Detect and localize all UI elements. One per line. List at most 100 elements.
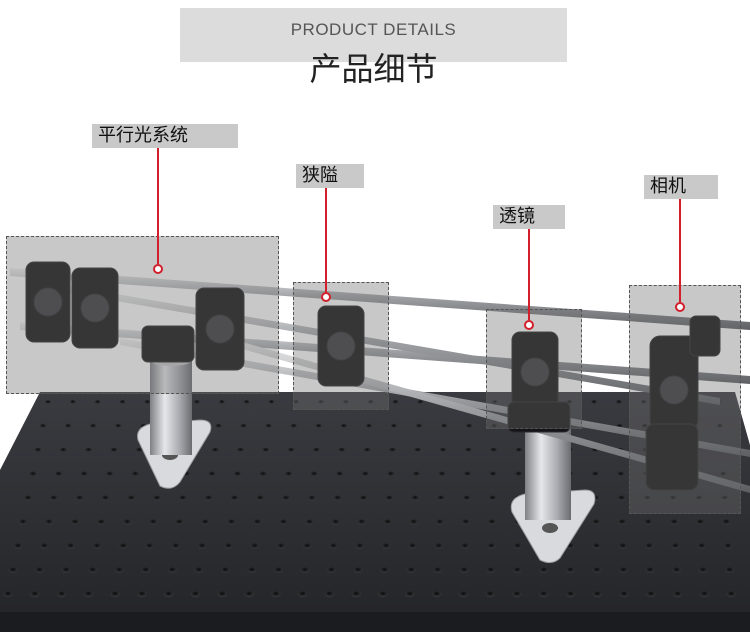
breadboard-hole	[696, 519, 705, 525]
breadboard-hole	[388, 447, 396, 453]
breadboard-hole	[592, 567, 602, 573]
breadboard-hole	[310, 471, 318, 477]
breadboard-hole	[515, 447, 523, 453]
breadboard-hole	[342, 400, 349, 404]
breadboard-hole	[367, 400, 374, 404]
callout-label-parallel-light-system: 平行光系统	[92, 124, 238, 148]
breadboard-hole	[220, 567, 230, 573]
breadboard-hole	[80, 471, 88, 477]
breadboard-hole	[268, 400, 275, 404]
breadboard-hole	[250, 543, 259, 549]
breadboard-hole	[670, 519, 679, 525]
breadboard-hole	[45, 400, 51, 404]
breadboard-hole	[336, 471, 344, 477]
breadboard-hole	[265, 423, 272, 429]
breadboard-hole	[302, 543, 312, 549]
breadboard-hole	[380, 567, 390, 573]
breadboard-hole	[726, 590, 736, 598]
breadboard-hole	[193, 400, 200, 404]
breadboard-hole	[355, 543, 365, 549]
breadboard-hole	[92, 543, 102, 549]
breadboard-hole	[357, 519, 366, 525]
breadboard-hole	[34, 567, 45, 573]
breadboard-hole	[318, 400, 324, 404]
breadboard-hole	[290, 423, 297, 429]
breadboard-hole	[64, 423, 72, 429]
breadboard-hole	[618, 543, 628, 549]
breadboard-hole	[512, 590, 522, 598]
callout-label-slit: 狭隘	[296, 164, 364, 188]
breadboard-hole	[351, 590, 362, 598]
breadboard-hole	[619, 590, 629, 598]
breadboard-hole	[240, 423, 247, 429]
breadboard-hole	[97, 519, 106, 525]
breadboard-hole	[178, 495, 187, 501]
breadboard-hole	[644, 519, 653, 525]
breadboard-hole	[282, 495, 290, 501]
breadboard-hole	[361, 471, 369, 477]
breadboard-hole	[71, 519, 80, 525]
breadboard-hole	[297, 590, 308, 598]
cage-plates	[25, 261, 721, 491]
breadboard-hole	[460, 543, 470, 549]
breadboard-hole	[491, 400, 498, 404]
callout-marker-dot	[153, 264, 163, 274]
breadboard-hole	[85, 447, 93, 453]
breadboard-hole	[75, 495, 84, 501]
breadboard-hole	[244, 590, 254, 598]
breadboard-hole	[671, 543, 680, 549]
breadboard-hole	[643, 495, 652, 501]
breadboard-hole	[672, 590, 683, 598]
callout-leader-line	[157, 148, 159, 264]
breadboard-hole	[211, 447, 219, 453]
highlight-slit	[293, 282, 389, 410]
breadboard-hole	[233, 471, 242, 477]
breadboard-hole	[381, 543, 391, 549]
breadboard-hole	[438, 471, 446, 477]
breadboard-hole	[512, 567, 522, 573]
breadboard-hole	[539, 567, 549, 573]
breadboard-hole	[224, 543, 233, 549]
breadboard-hole	[94, 400, 101, 404]
breadboard-hole	[414, 447, 422, 453]
breadboard-hole	[538, 590, 549, 598]
breadboard-hole	[417, 400, 424, 404]
breadboard-hole	[592, 543, 601, 549]
breadboard-hole	[618, 567, 629, 573]
breadboard-hole	[392, 400, 399, 404]
breadboard-hole	[208, 471, 216, 477]
breadboard-hole	[461, 519, 470, 525]
breadboard-hole	[591, 400, 598, 404]
breadboard-hole	[141, 567, 151, 573]
breadboard-hole	[431, 590, 442, 598]
breadboard-hole	[3, 590, 13, 598]
breadboard-hole	[243, 400, 250, 404]
highlight-camera	[629, 285, 741, 514]
breadboard-hole	[273, 567, 283, 573]
breadboard-hole	[390, 423, 398, 429]
breadboard-hole	[363, 447, 371, 453]
breadboard-hole	[435, 519, 444, 525]
breadboard-hole	[171, 543, 181, 549]
breadboard-hole	[18, 519, 28, 525]
breadboard-hole	[115, 423, 122, 429]
breadboard-hole	[644, 543, 654, 549]
breadboard-hole	[514, 471, 523, 477]
breadboard-hole	[204, 495, 213, 501]
breadboard-hole	[324, 590, 335, 598]
callout-label-camera: 相机	[644, 175, 718, 199]
breadboard-hole	[49, 495, 58, 501]
breadboard-hole	[315, 423, 322, 429]
breadboard-hole	[329, 543, 338, 549]
breadboard-hole	[486, 567, 496, 573]
breadboard-hole	[617, 495, 626, 501]
breadboard-hole	[645, 567, 655, 573]
breadboard-hole	[30, 590, 40, 598]
breadboard-hole	[385, 495, 394, 501]
breadboard-hole	[640, 400, 647, 404]
breadboard-hole	[131, 471, 139, 477]
breadboard-hole	[699, 590, 710, 598]
breadboard-hole	[253, 519, 262, 525]
breadboard-hole	[463, 471, 472, 477]
